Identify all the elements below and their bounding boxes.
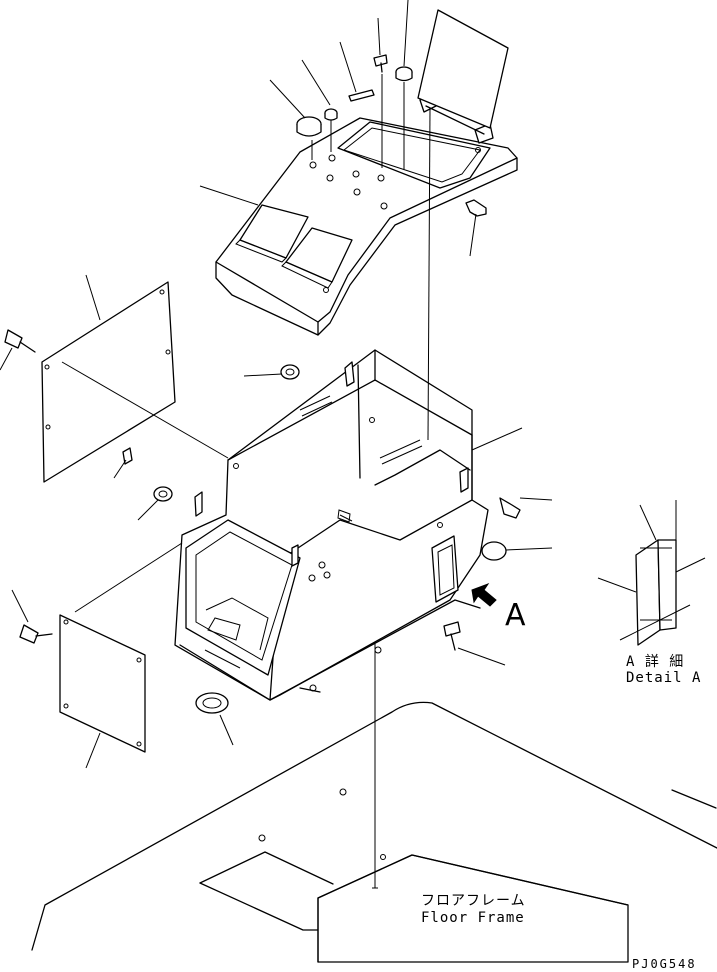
view-a-arrow (471, 582, 497, 607)
floor-frame (31, 701, 717, 963)
drawing-code: PJ0G548 (632, 957, 697, 971)
leader-lines (0, 0, 706, 769)
left-bolts (4, 329, 53, 644)
detail-title-en: Detail A (626, 670, 701, 686)
access-lid (417, 9, 509, 129)
detail-title-ja: A 詳 細 (626, 654, 684, 670)
floor-frame-en: Floor Frame (421, 910, 525, 926)
view-a-label: A (505, 598, 526, 633)
cover-hardware (296, 54, 487, 217)
box-hardware (153, 364, 521, 714)
console-box (174, 349, 489, 701)
floor-frame-ja: フロアフレーム (421, 893, 526, 909)
left-lower-panel (59, 542, 183, 753)
left-upper-panel (41, 281, 229, 483)
detail-a-part (619, 539, 691, 646)
top-cover (215, 91, 518, 336)
